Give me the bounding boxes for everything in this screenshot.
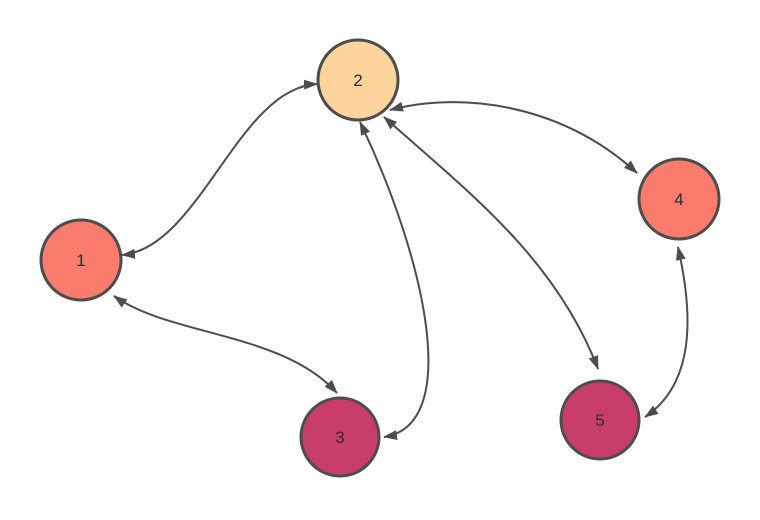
node-2[interactable]: 2 — [316, 38, 400, 122]
node-1[interactable]: 1 — [39, 218, 123, 302]
edge-4-5 — [644, 246, 689, 418]
edge-2-5 — [383, 116, 599, 370]
edge-2-3 — [359, 121, 430, 440]
node-1-circle[interactable] — [39, 218, 123, 302]
node-4[interactable]: 4 — [637, 157, 721, 241]
node-2-circle[interactable] — [316, 38, 400, 122]
node-5-circle[interactable] — [559, 379, 641, 461]
edge-2-4 — [389, 101, 638, 174]
node-5[interactable]: 5 — [559, 379, 641, 461]
node-3-circle[interactable] — [299, 396, 381, 478]
node-4-circle[interactable] — [637, 157, 721, 241]
edge-1-3 — [113, 295, 338, 394]
edge-1-2 — [121, 79, 318, 259]
node-3[interactable]: 3 — [299, 396, 381, 478]
